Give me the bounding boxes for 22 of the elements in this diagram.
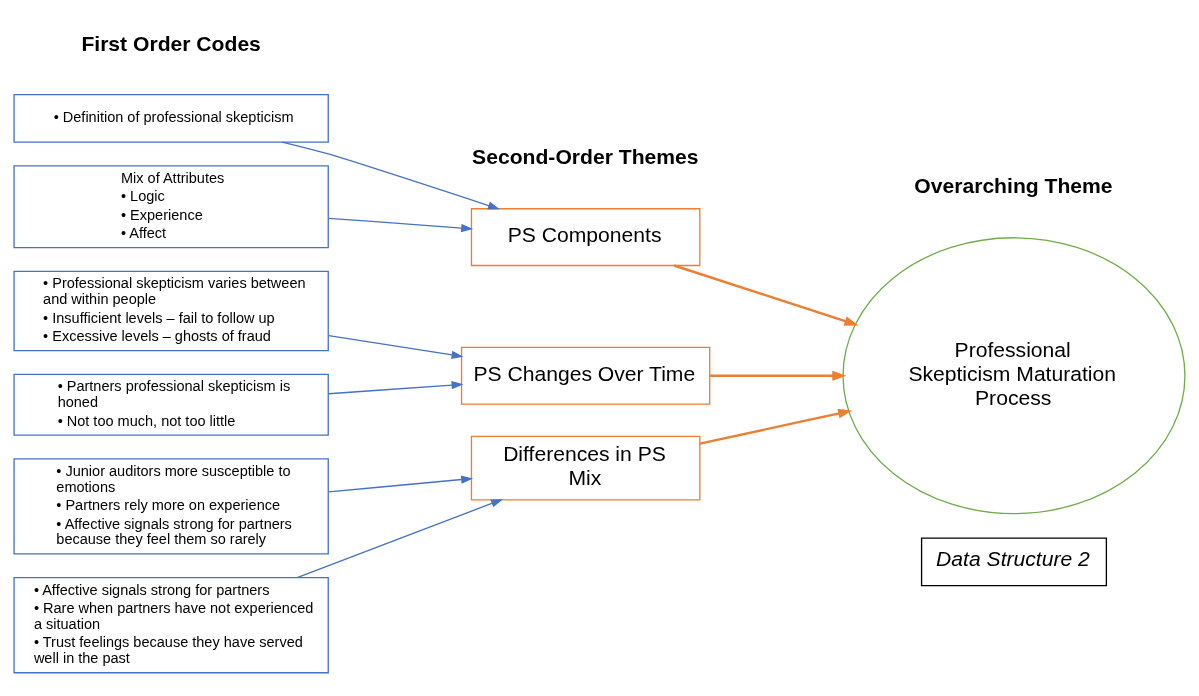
node-box: Differences in PS Mix — [470, 435, 701, 501]
arrow — [710, 370, 847, 381]
node-box: Mix of Attributes • Logic • Experience • Affect — [13, 165, 329, 249]
node-box: • Partners professional skepticism is honed • Not too much, not too little — [13, 373, 329, 436]
arrow — [673, 264, 859, 326]
arrow — [328, 380, 464, 395]
arrow — [281, 141, 500, 210]
label: Second-Order Themes — [472, 145, 699, 169]
node-box: PS Components — [470, 208, 701, 267]
node-box: Data Structure 2 — [920, 537, 1108, 587]
label: First Order Codes — [81, 31, 261, 55]
arrow — [296, 499, 503, 579]
label: Overarching Theme — [914, 174, 1113, 198]
node-box: • Junior auditors more susceptible to emotions • Partners rely more on experience • Affective signals strong for partners because they feel them so rarely — [13, 458, 329, 555]
node-box: • Definition of professional skepticism — [13, 93, 329, 143]
arrow — [699, 408, 853, 445]
arrow — [328, 475, 474, 493]
arrow — [328, 334, 464, 359]
node-box: • Affective signals strong for partners • Rare when partners have not experienced a situation • Trust feelings because they have served well in the past — [13, 577, 329, 674]
arrow — [328, 217, 474, 233]
node-box: PS Changes Over Time — [460, 346, 711, 405]
node-box: • Professional skepticism varies between and within people • Insufficient levels – fail to follow up • Excessive levels – ghosts of fraud — [13, 270, 329, 352]
